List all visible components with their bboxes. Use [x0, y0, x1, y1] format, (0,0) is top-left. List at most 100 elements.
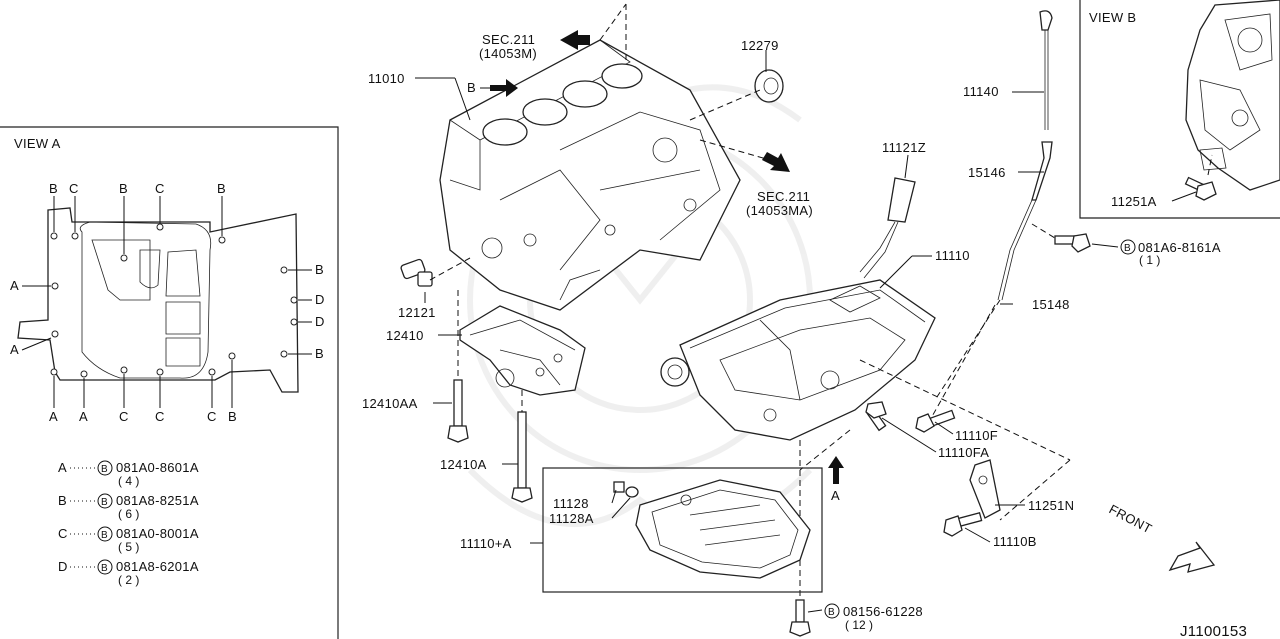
arrow-sec-14053ma — [762, 152, 790, 172]
sec-label-1: SEC.211 — [482, 32, 535, 47]
legend-row: B B 081A8-8251A( 6 ) — [58, 493, 199, 521]
letter-c: C — [119, 409, 129, 424]
letter-b: B — [217, 181, 226, 196]
diagram-id: J1100153 — [1180, 623, 1247, 639]
view-a-bottom-letters: A A C C C B — [49, 409, 237, 424]
legend-qty: ( 4 ) — [118, 474, 139, 488]
baffle-plate-12410 — [459, 305, 586, 396]
bolt-code-1: 081A6-8161A — [1138, 240, 1221, 255]
legend-qty: ( 5 ) — [118, 540, 139, 554]
letter-a: A — [10, 342, 19, 357]
sec-label-2: SEC.211 — [757, 189, 810, 204]
letter-b: B — [49, 181, 58, 196]
letter-b: B — [228, 409, 237, 424]
part-11140: 11140 — [963, 84, 999, 99]
bolt-11110fa — [865, 401, 887, 432]
part-11110f: 11110F — [955, 428, 998, 443]
part-11110a: 11110+A — [460, 536, 512, 551]
svg-text:B: B — [101, 563, 108, 574]
callout-08156-61228: B 08156-61228 ( 12 ) — [824, 603, 923, 632]
svg-text:B: B — [828, 607, 835, 618]
letter-b: B — [315, 262, 324, 277]
cylinder-block — [439, 39, 741, 311]
legend-key: B — [58, 493, 67, 508]
view-a-left-letters: A A — [10, 278, 19, 357]
front-arrow — [1168, 541, 1216, 573]
view-a-right-letters: B D D B — [315, 262, 325, 361]
legend-qty: ( 2 ) — [118, 573, 139, 587]
bolt-11110b — [943, 511, 983, 537]
view-b-title: VIEW B — [1089, 10, 1136, 25]
arrow-a-letter: A — [831, 488, 840, 503]
part-labels: SEC.211 (14053M) 11010 B 12279 11121Z SE… — [362, 32, 1247, 639]
part-12121: 12121 — [398, 305, 436, 320]
bolt-qty-2: ( 12 ) — [845, 618, 873, 632]
arrow-view-b — [490, 79, 518, 97]
svg-text:B: B — [101, 530, 108, 541]
view-a-holes — [50, 223, 298, 378]
lower-oil-pan-box — [542, 467, 823, 593]
part-11121z: 11121Z — [882, 140, 926, 155]
legend-row: D B 081A8-6201A( 2 ) — [58, 559, 199, 587]
drain-plug-11128 — [613, 481, 639, 498]
arrow-b-letter: B — [467, 80, 476, 95]
part-12410aa: 12410AA — [362, 396, 418, 411]
oil-pan-lower-11110a — [635, 479, 811, 579]
part-11110b: 11110B — [993, 534, 1037, 549]
bolt-12410aa — [447, 379, 469, 443]
oil-pan-upper-11110 — [660, 279, 936, 441]
sec-sub-label-1: (14053M) — [479, 46, 537, 61]
legend-code: 081A8-6201A — [116, 559, 199, 574]
bolt-qty-1: ( 1 ) — [1139, 253, 1160, 267]
part-11251a: 11251A — [1111, 194, 1157, 209]
arrow-view-a — [828, 456, 844, 484]
oil-level-gauge-11140 — [1039, 10, 1053, 130]
letter-a: A — [10, 278, 19, 293]
bolt-11110f — [915, 409, 956, 433]
legend-key: D — [58, 559, 68, 574]
front-label: FRONT — [1107, 501, 1155, 536]
part-11128: 11128 — [553, 496, 589, 511]
svg-text:B: B — [101, 464, 108, 475]
oil-strainer-11121z — [859, 177, 916, 279]
legend-key: C — [58, 526, 68, 541]
oil-seal-12279 — [754, 69, 784, 103]
letter-c: C — [207, 409, 217, 424]
svg-text:B: B — [101, 497, 108, 508]
legend-key: A — [58, 460, 67, 475]
letter-a: A — [79, 409, 88, 424]
legend-code: 081A0-8601A — [116, 460, 199, 475]
letter-a: A — [49, 409, 58, 424]
part-15146: 15146 — [968, 165, 1006, 180]
part-11010: 11010 — [368, 71, 405, 86]
bolt-081a6-8161a — [1054, 233, 1091, 253]
bolt-legend: A B 081A0-8601A( 4 ) B B 081A8-8251A( 6 ) C B 08… — [58, 460, 199, 587]
bolt-code-2: 08156-61228 — [843, 604, 923, 619]
view-b-block-edge — [1185, 0, 1280, 191]
part-12410: 12410 — [386, 328, 424, 343]
view-b-panel: VIEW B 11251A — [1079, 0, 1280, 219]
legend-code: 081A8-8251A — [116, 493, 199, 508]
sensor-12121 — [400, 258, 433, 287]
letter-d: D — [315, 314, 325, 329]
bracket-11251n — [969, 459, 1001, 519]
letter-c: C — [155, 181, 165, 196]
legend-qty: ( 6 ) — [118, 507, 139, 521]
part-12279: 12279 — [741, 38, 779, 53]
part-11110: 11110 — [935, 248, 970, 263]
view-a-top-letters: B C B C B — [49, 181, 226, 196]
part-12410a: 12410A — [440, 457, 487, 472]
oil-pan-plan-outline — [17, 207, 299, 393]
svg-text:B: B — [1124, 243, 1131, 254]
part-11110fa: 11110FA — [938, 445, 989, 460]
callout-081a6-8161a: B 081A6-8161A ( 1 ) — [1120, 239, 1221, 267]
view-a-title: VIEW A — [14, 136, 61, 151]
part-11128a: 11128A — [549, 511, 594, 526]
letter-b: B — [315, 346, 324, 361]
part-15148: 15148 — [1032, 297, 1070, 312]
letter-d: D — [315, 292, 325, 307]
letter-b: B — [119, 181, 128, 196]
